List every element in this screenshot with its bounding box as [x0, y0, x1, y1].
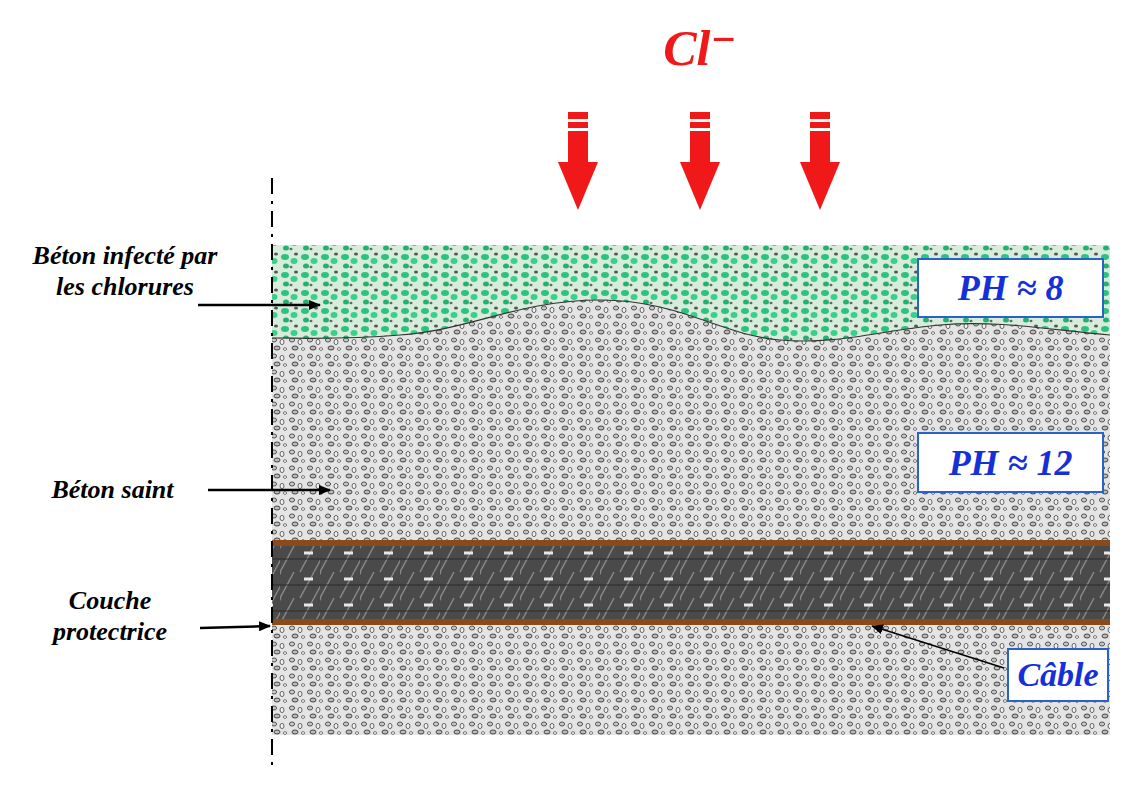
ph-box: PH ≈ 12	[917, 432, 1104, 493]
ion-label: Cl⁻	[600, 18, 800, 78]
ph-box: PH ≈ 8	[917, 258, 1104, 318]
leader-arrow	[200, 626, 270, 628]
box-text: Câble	[1017, 656, 1098, 694]
label-text: Couche protectrice	[53, 586, 167, 646]
layer-label: Couche protectrice	[15, 585, 205, 647]
zone-label: Béton infecté par les chlorures	[30, 240, 220, 302]
protective-layer	[272, 540, 1110, 546]
box-text: PH ≈ 12	[949, 442, 1073, 484]
cable-tag: Câble	[1007, 648, 1109, 702]
protective-layer	[272, 619, 1110, 625]
leader-arrow	[208, 489, 330, 492]
zone-label: Béton saint	[15, 474, 210, 505]
label-text: Béton infecté par les chlorures	[33, 241, 218, 301]
symmetry-axis	[271, 178, 273, 765]
leader-arrow	[198, 304, 320, 307]
label-text: Béton saint	[51, 475, 173, 504]
leader-arrow	[872, 626, 1004, 668]
box-text: PH ≈ 8	[958, 267, 1064, 309]
concrete-block	[272, 245, 1110, 735]
cable	[272, 545, 1110, 620]
label-text: Cl⁻	[663, 20, 737, 76]
infected-zone	[272, 245, 1110, 341]
chloride-arrows	[558, 112, 840, 210]
